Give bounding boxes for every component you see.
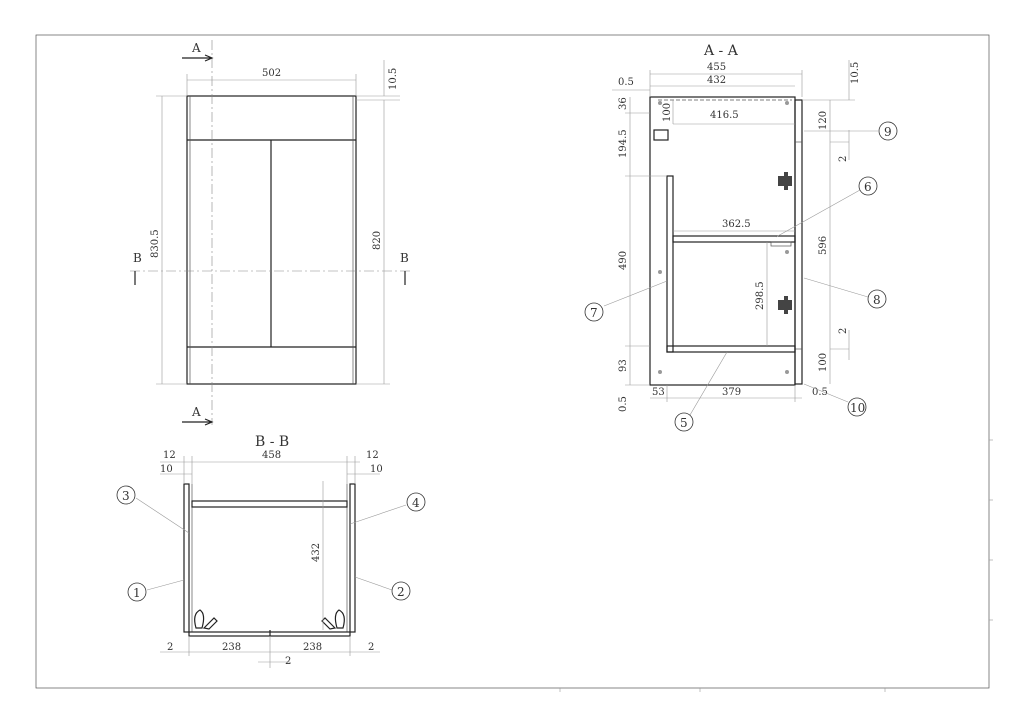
dim-front-bottom-offset: 0.5 bbox=[812, 387, 828, 398]
dim-rail-depth: 100 bbox=[662, 103, 673, 122]
left-side-panel bbox=[183, 483, 190, 633]
svg-text:2: 2 bbox=[397, 585, 405, 599]
dim-overall-height: 830.5 bbox=[150, 229, 161, 258]
section-aa-title: A - A bbox=[703, 43, 739, 59]
svg-text:9: 9 bbox=[884, 125, 892, 139]
callout-7: 7 bbox=[584, 302, 604, 322]
dim-door-height-aa: 596 bbox=[818, 236, 829, 255]
callout-4: 4 bbox=[406, 492, 426, 512]
hinge-icon bbox=[778, 172, 792, 190]
dim-inner-depth: 432 bbox=[707, 75, 726, 86]
right-side-panel bbox=[349, 483, 356, 633]
dim-right-inner: 10 bbox=[370, 464, 383, 475]
section-bb: B - B 12 458 12 10 10 432 2 238 238 2 2 … bbox=[116, 434, 426, 668]
dim-top-door-gap: 120 bbox=[818, 111, 829, 130]
dim-center-gap: 2 bbox=[285, 656, 291, 667]
dim-gap-top: 2 bbox=[838, 156, 849, 162]
dim-top-gap: 10.5 bbox=[388, 68, 399, 90]
back-panel-bb bbox=[191, 500, 348, 508]
hinge-icon bbox=[321, 609, 345, 630]
dim-shelf-height: 298.5 bbox=[755, 281, 766, 310]
dim-back-offset: 53 bbox=[652, 387, 665, 398]
dim-overall-depth: 455 bbox=[707, 62, 726, 73]
hinge-icon bbox=[194, 609, 218, 630]
dim-back-height: 490 bbox=[618, 251, 629, 270]
dim-base-depth: 379 bbox=[722, 387, 741, 398]
dim-right-gap: 2 bbox=[368, 642, 374, 653]
svg-text:3: 3 bbox=[122, 489, 130, 503]
section-bb-title: B - B bbox=[255, 434, 289, 450]
dim-shelf-depth: 362.5 bbox=[722, 219, 751, 230]
dim-top-rail: 36 bbox=[618, 97, 629, 110]
section-label-b-left: B bbox=[133, 251, 142, 265]
dim-plinth: 93 bbox=[618, 359, 629, 372]
svg-text:6: 6 bbox=[864, 180, 872, 194]
svg-text:5: 5 bbox=[680, 416, 688, 430]
section-arrow-a-top bbox=[182, 54, 214, 62]
front-view: A A B B 502 10.5 830.5 820 bbox=[130, 40, 410, 426]
dim-depth: 432 bbox=[311, 543, 322, 562]
door-profile bbox=[794, 99, 803, 385]
sheet-border bbox=[35, 34, 990, 689]
svg-text:1: 1 bbox=[133, 586, 141, 600]
svg-text:8: 8 bbox=[873, 293, 881, 307]
dim-top-gap-aa: 10.5 bbox=[850, 62, 861, 84]
dim-bottom-offset: 0.5 bbox=[618, 396, 629, 412]
section-arrow-a-bottom bbox=[182, 418, 214, 426]
side-panel-outline bbox=[649, 96, 796, 386]
callout-8: 8 bbox=[867, 289, 887, 309]
dim-top-inner: 416.5 bbox=[710, 110, 739, 121]
base-panel bbox=[666, 345, 796, 353]
section-label-b-right: B bbox=[400, 251, 409, 265]
callout-3: 3 bbox=[116, 485, 136, 505]
svg-text:7: 7 bbox=[590, 306, 598, 320]
dim-bottom-rail: 100 bbox=[818, 353, 829, 372]
callout-9: 9 bbox=[878, 121, 898, 141]
dim-right-door: 238 bbox=[303, 642, 322, 653]
callout-5: 5 bbox=[674, 412, 694, 432]
hinge-icon bbox=[778, 296, 792, 314]
dim-inner-width: 458 bbox=[262, 450, 281, 461]
section-label-a-top: A bbox=[191, 41, 201, 55]
dim-left-inner: 10 bbox=[160, 464, 173, 475]
dim-front-offset: 0.5 bbox=[618, 77, 634, 88]
bracket-icon bbox=[653, 129, 669, 141]
dim-gap-bottom: 2 bbox=[838, 328, 849, 334]
callout-1: 1 bbox=[127, 582, 147, 602]
cabinet-outline bbox=[186, 95, 357, 385]
dim-upper-height: 194.5 bbox=[618, 129, 629, 158]
dim-width: 502 bbox=[262, 68, 281, 79]
back-panel bbox=[666, 175, 674, 353]
svg-text:10: 10 bbox=[850, 401, 865, 415]
dim-left-door: 238 bbox=[222, 642, 241, 653]
right-margin-ticks bbox=[559, 439, 993, 692]
dim-right-outer: 12 bbox=[366, 450, 379, 461]
dim-door-height: 820 bbox=[372, 231, 383, 250]
callout-6: 6 bbox=[858, 176, 878, 196]
callout-10: 10 bbox=[847, 397, 867, 417]
section-aa: A - A 455 432 0.5 10.5 36 100 bbox=[584, 43, 898, 432]
section-label-a-bottom: A bbox=[191, 405, 201, 419]
shelf bbox=[672, 235, 796, 243]
dim-left-gap: 2 bbox=[167, 642, 173, 653]
dim-left-outer: 12 bbox=[163, 450, 176, 461]
svg-text:4: 4 bbox=[412, 496, 420, 510]
callout-2: 2 bbox=[391, 581, 411, 601]
